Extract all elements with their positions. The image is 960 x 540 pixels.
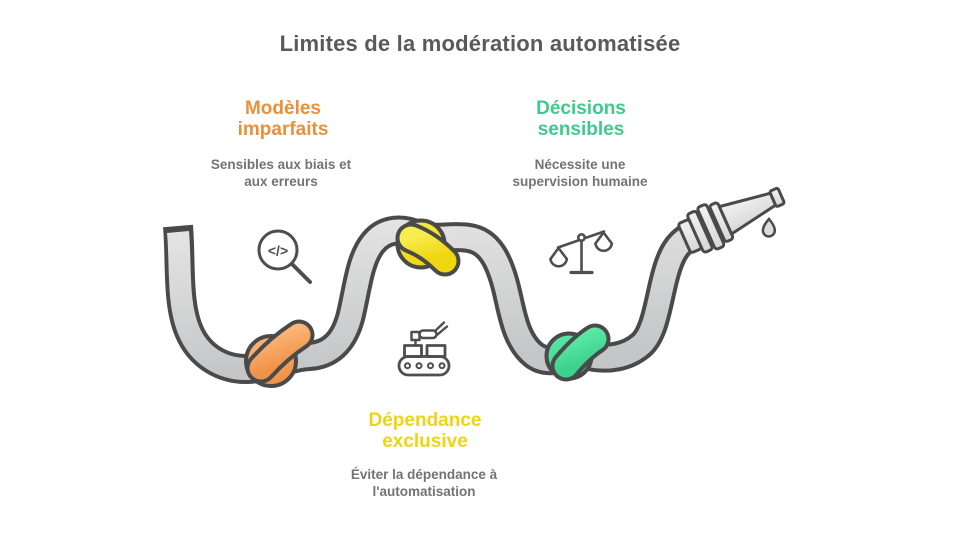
knot-yellow xyxy=(395,218,461,277)
item-description-dependance: Éviter la dépendance à l'automatisation xyxy=(350,467,498,499)
item-heading-dependance: Dépendance exclusive xyxy=(368,410,482,452)
svg-text:</>: </> xyxy=(268,243,288,259)
code-magnifier-icon: </> xyxy=(257,229,312,284)
item-heading-decisions: Décisions sensibles xyxy=(536,98,626,140)
knot-green xyxy=(544,323,611,382)
item-description-decisions: Nécessite une supervision humaine xyxy=(512,157,648,189)
water-drop-icon xyxy=(761,217,777,238)
balance-scale-icon xyxy=(549,230,614,275)
knot-orange xyxy=(244,319,315,388)
nozzle xyxy=(677,186,786,254)
item-heading-modeles: Modèles imparfaits xyxy=(237,98,329,140)
conveyor-robot-icon xyxy=(397,321,451,377)
item-description-modeles: Sensibles aux biais et aux erreurs xyxy=(210,157,352,189)
page-title: Limites de la modération automatisée xyxy=(279,31,681,56)
